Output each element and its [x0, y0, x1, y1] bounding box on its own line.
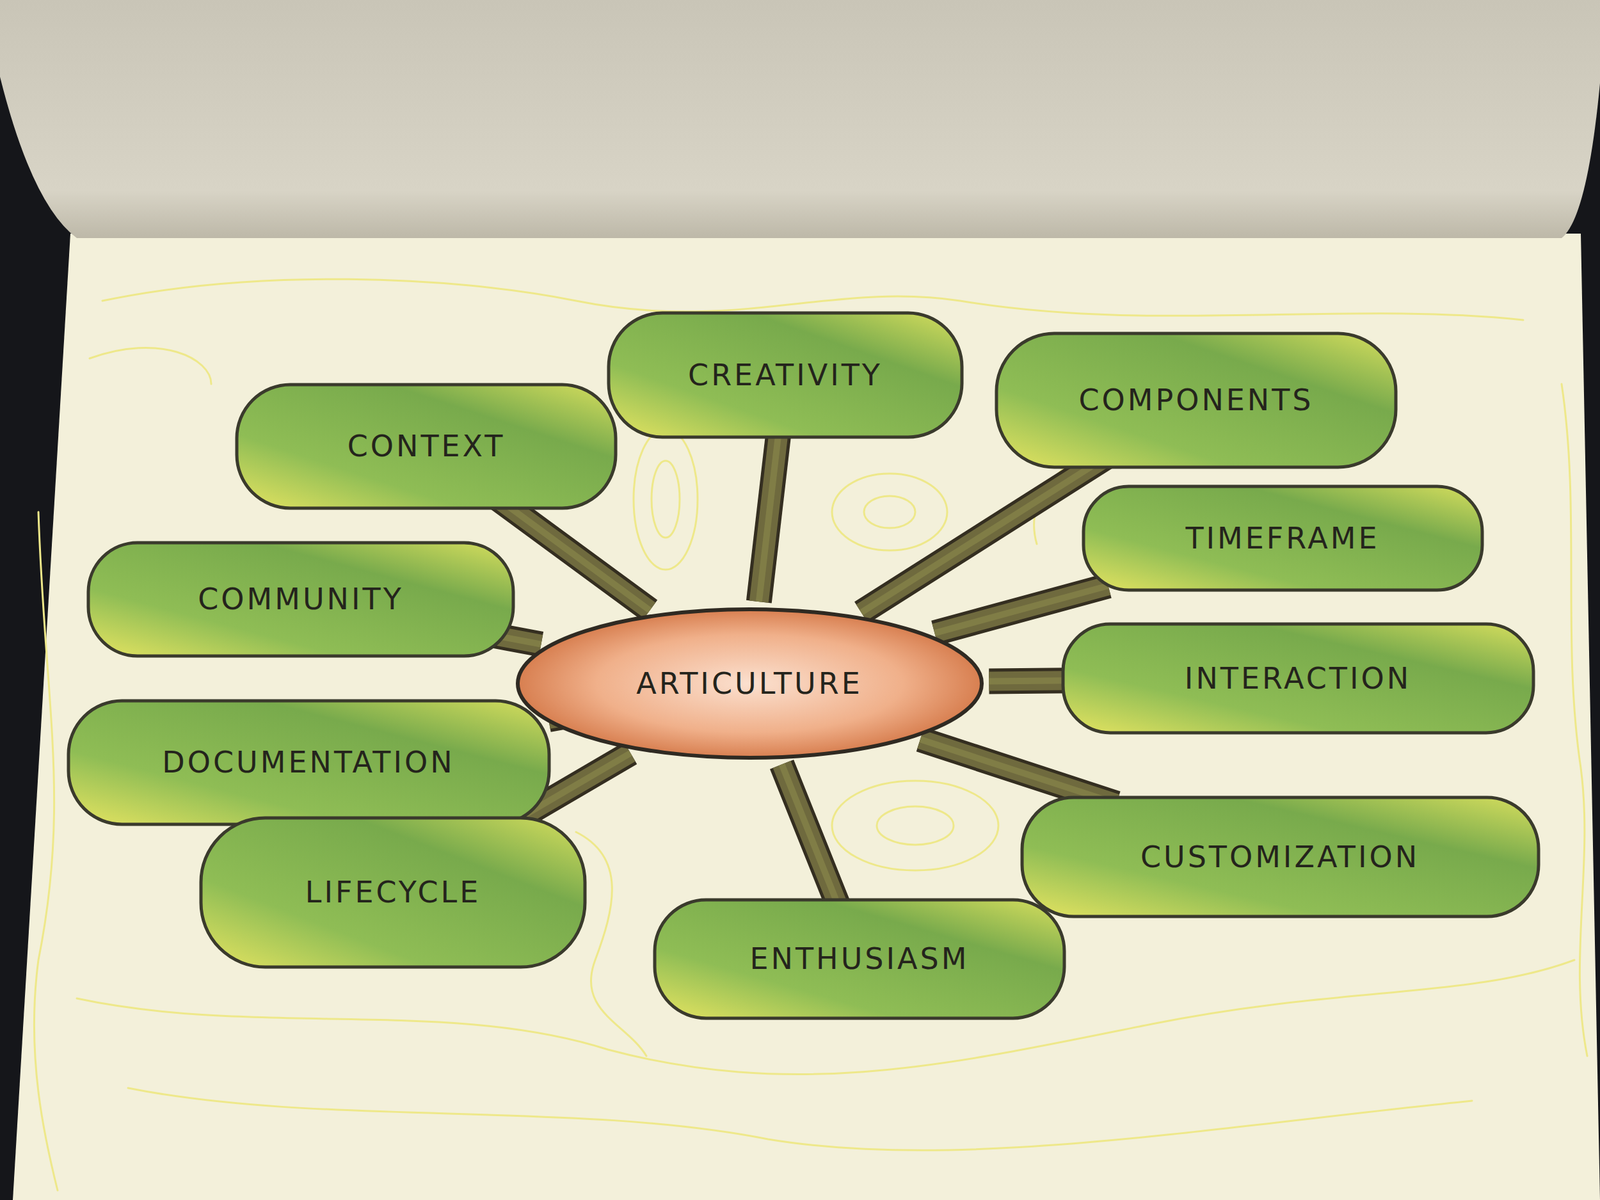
stem-connector	[934, 585, 1108, 633]
stem-connector	[782, 764, 845, 921]
node-label: TIMEFRAME	[1185, 522, 1380, 555]
branch-bubble: COMMUNITY	[86, 540, 516, 658]
stem-connector	[920, 739, 1117, 804]
branch-bubble: TIMEFRAME	[1081, 484, 1485, 592]
branch-bubble: LIFECYCLE	[199, 816, 587, 969]
branch-bubble: DOCUMENTATION	[66, 698, 552, 827]
branch-bubble: COMPONENTS	[994, 331, 1398, 470]
branch-bubble: CONTEXT	[234, 382, 618, 511]
branch-bubble: INTERACTION	[1061, 622, 1536, 735]
branch-bubble: CREATIVITY	[606, 311, 964, 440]
central-node: ARTICULTURE	[515, 606, 985, 761]
branch-bubble: ENTHUSIASM	[652, 897, 1067, 1021]
node-label: COMMUNITY	[197, 583, 404, 616]
stem-connector	[759, 413, 781, 602]
node-label: ARTICULTURE	[636, 667, 863, 701]
stem-connector	[492, 494, 650, 611]
node-label: CONTEXT	[347, 430, 506, 463]
node-label: DOCUMENTATION	[161, 746, 455, 779]
node-label: CREATIVITY	[688, 359, 883, 392]
node-label: LIFECYCLE	[305, 876, 481, 909]
branch-bubble: CUSTOMIZATION	[1020, 795, 1541, 919]
node-label: ENTHUSIASM	[750, 942, 970, 976]
node-label: COMPONENTS	[1078, 384, 1314, 417]
node-label: INTERACTION	[1184, 662, 1412, 696]
node-label: CUSTOMIZATION	[1140, 840, 1420, 874]
